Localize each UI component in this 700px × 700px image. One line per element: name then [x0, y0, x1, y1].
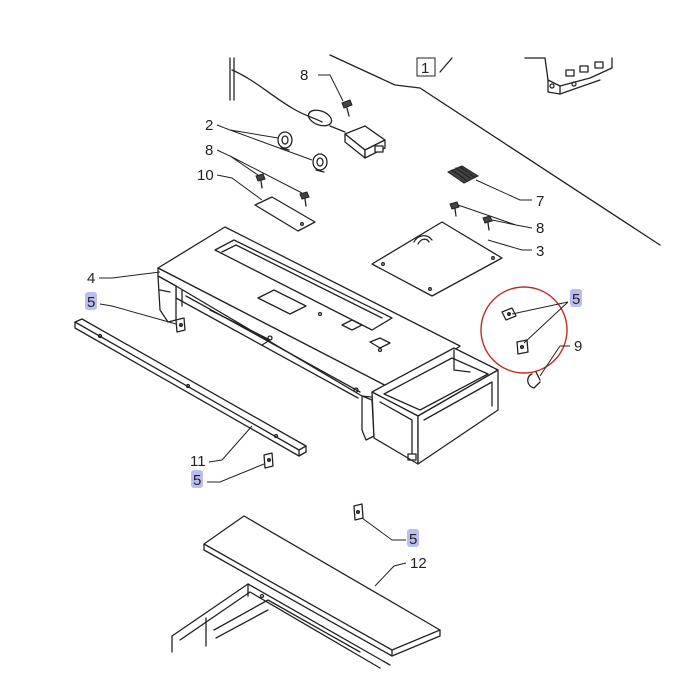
callout-2: 2 — [205, 117, 213, 134]
grommet-2a — [277, 131, 293, 151]
highlight-circle — [480, 286, 568, 374]
clip-nut-5-circled-a — [501, 307, 517, 321]
screw-8-left-b — [299, 191, 310, 207]
callout-7: 7 — [536, 193, 544, 210]
callout-8-right: 8 — [536, 220, 544, 237]
clip-nut-5-frame — [175, 317, 186, 333]
clip-nut-5-lower-left — [263, 452, 274, 469]
leader-8-right — [457, 204, 533, 229]
switch-module — [344, 125, 386, 159]
screw-8-top — [341, 99, 353, 117]
callout-1-box — [416, 57, 436, 77]
callout-5-frame-highlight — [85, 292, 97, 310]
leader-3 — [487, 239, 532, 251]
leader-5-circled — [511, 301, 569, 344]
callout-5-lower-left: 5 — [193, 472, 201, 489]
cover-plate-10 — [254, 196, 316, 232]
connector-7 — [446, 165, 480, 184]
bottom-panel-12 — [203, 515, 441, 657]
leader-2 — [216, 124, 313, 161]
rail-11 — [74, 318, 307, 457]
main-frame-4 — [157, 226, 461, 441]
callout-9: 9 — [574, 338, 582, 355]
mounting-plate-3 — [371, 221, 503, 297]
leader-7 — [475, 179, 532, 201]
leader-10 — [216, 174, 263, 201]
callout-5-circled-highlight — [570, 289, 582, 307]
leader-12 — [374, 562, 407, 587]
callout-4: 4 — [87, 270, 95, 287]
grommet-2b — [312, 153, 328, 173]
leader-4 — [99, 271, 161, 279]
wire-harness — [229, 57, 346, 133]
parent-assembly-outline: 1 — [329, 54, 661, 246]
lower-housing-partial — [171, 583, 391, 669]
screw-8-left-a — [255, 173, 266, 189]
callout-5-lower-right-highlight — [407, 529, 419, 547]
callout-10: 10 — [197, 167, 214, 184]
screw-8-right-b — [482, 215, 493, 231]
callout-3: 3 — [536, 243, 544, 260]
clip-9 — [527, 371, 541, 389]
callout-12: 12 — [410, 555, 427, 572]
callout-5-lower-left-highlight — [191, 470, 203, 488]
callout-8-top: 8 — [300, 67, 308, 84]
leader-5-lower-left — [207, 463, 265, 483]
leader-11 — [208, 425, 253, 463]
leader-5-frame — [99, 303, 177, 325]
machine-partial-view — [524, 57, 613, 95]
callout-1: 1 — [421, 60, 429, 77]
callout-11: 11 — [190, 453, 206, 470]
leader-9 — [539, 345, 570, 377]
callout-5-frame: 5 — [87, 294, 95, 311]
leader-8-top — [318, 74, 344, 102]
screw-8-right-a — [449, 201, 460, 217]
leader-5-lower-right — [361, 517, 406, 541]
callout-5-lower-right: 5 — [409, 531, 417, 548]
callout-5-circled: 5 — [572, 291, 580, 308]
clip-nut-5-lower-right — [353, 503, 364, 521]
leader-8-left — [216, 149, 303, 194]
callout-8-left: 8 — [205, 142, 213, 159]
clip-nut-5-circled-b — [516, 339, 529, 355]
end-box — [371, 347, 499, 465]
